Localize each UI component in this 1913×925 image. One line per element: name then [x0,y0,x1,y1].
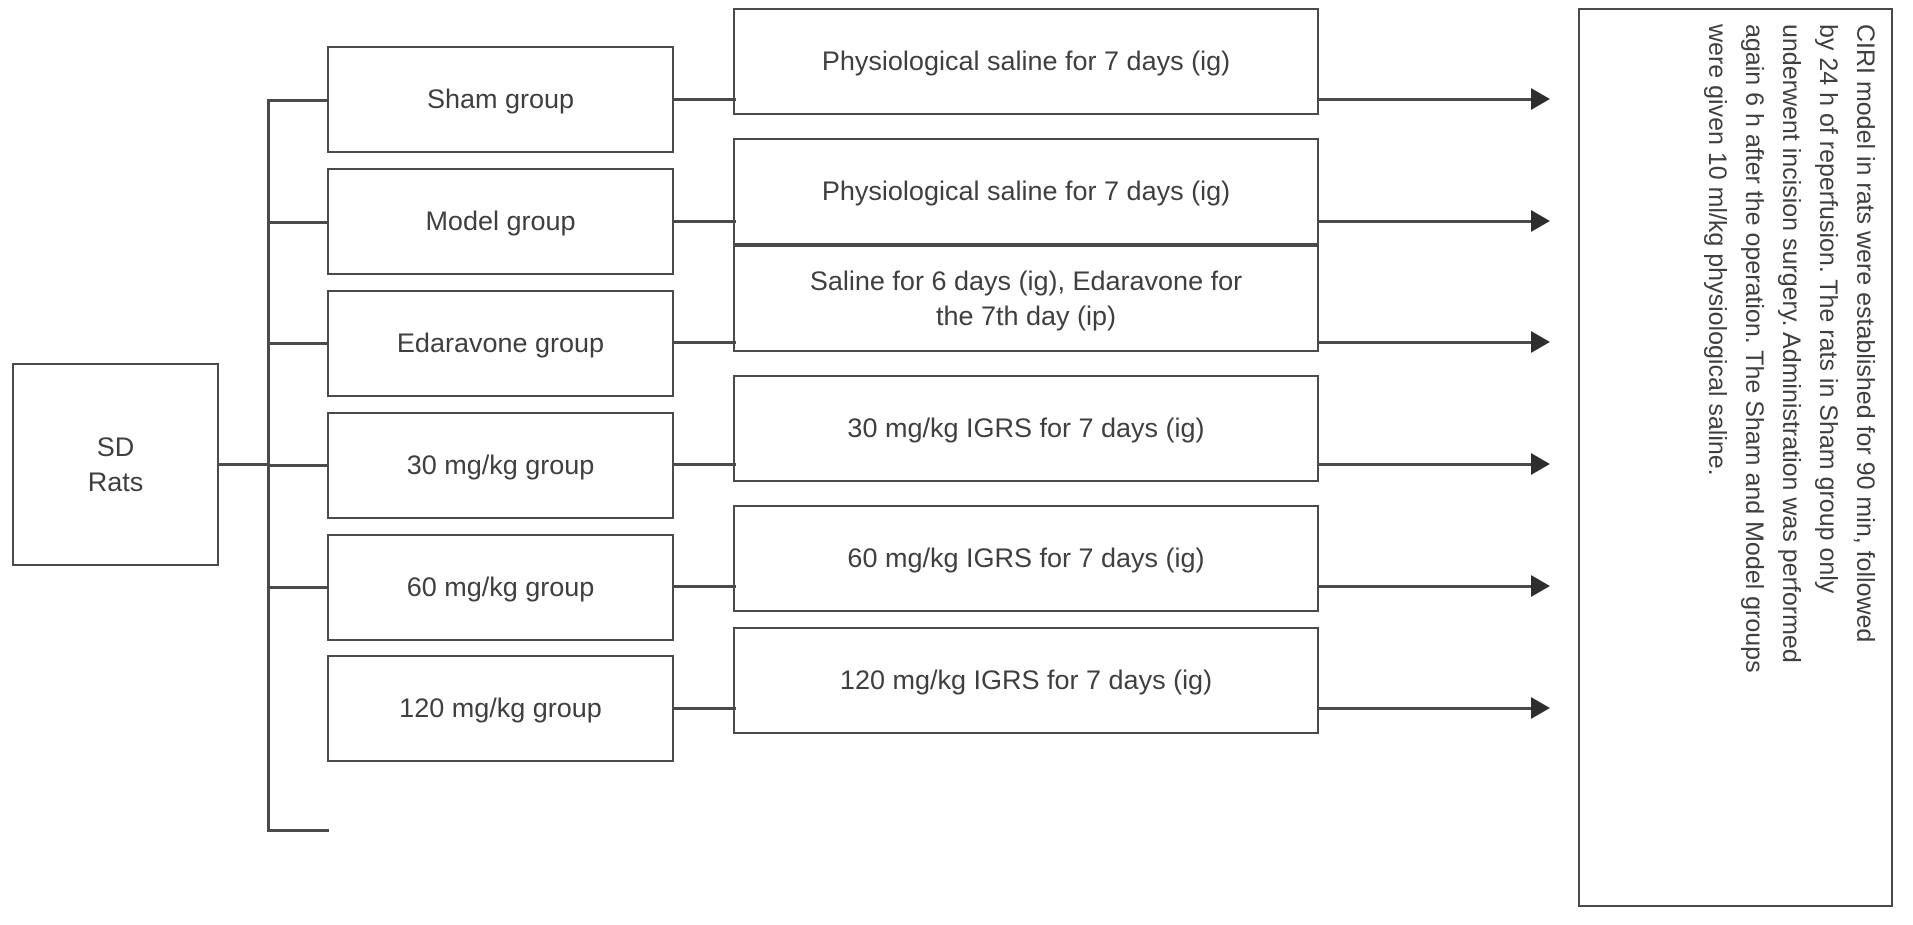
group-box-model: Model group [327,168,674,275]
treatment-box-120mgkg: 120 mg/kg IGRS for 7 days (ig) [733,627,1319,734]
description-panel: CIRI model in rats were established for … [1578,8,1893,907]
arrow-line-2 [1317,220,1533,223]
treatment-box-60mgkg: 60 mg/kg IGRS for 7 days (ig) [733,505,1319,612]
arrow-head-6 [1531,697,1550,719]
group-box-60mgkg: 60 mg/kg group [327,534,674,641]
branch-stub-4 [267,464,329,467]
arrow-line-6 [1317,707,1533,710]
arrow-line-5 [1317,585,1533,588]
arrow-head-2 [1531,210,1550,232]
treatment-box-model: Physiological saline for 7 days (ig) [733,138,1319,245]
arrow-head-5 [1531,575,1550,597]
link-group-to-treat-6 [672,707,736,710]
link-group-to-treat-3 [672,341,736,344]
description-text-block: CIRI model in rats were established for … [1580,10,1891,905]
treatment-box-sham: Physiological saline for 7 days (ig) [733,8,1319,115]
root-connector-stub [219,463,269,466]
arrow-line-1 [1317,98,1533,101]
branch-stub-2 [267,221,329,224]
treatment-box-30mgkg: 30 mg/kg IGRS for 7 days (ig) [733,375,1319,482]
group-box-30mgkg: 30 mg/kg group [327,412,674,519]
arrow-line-3 [1317,341,1533,344]
root-node-sd-rats: SD Rats [12,363,219,566]
group-box-120mgkg: 120 mg/kg group [327,655,674,762]
description-line-1: CIRI model in rats were established for … [1851,24,1879,643]
group-box-sham: Sham group [327,46,674,153]
arrow-head-1 [1531,88,1550,110]
group-box-edaravone: Edaravone group [327,290,674,397]
branch-stub-3 [267,342,329,345]
arrow-head-3 [1531,331,1550,353]
arrow-head-4 [1531,453,1550,475]
branch-stub-5 [267,586,329,589]
description-line-2: by 24 h of reperfusion. The rats in Sham… [1814,24,1842,594]
link-group-to-treat-1 [672,98,736,101]
link-group-to-treat-4 [672,463,736,466]
treatment-box-edaravone: Saline for 6 days (ig), Edaravone for th… [733,245,1319,352]
link-group-to-treat-5 [672,585,736,588]
description-line-4: again 6 h after the operation. The Sham … [1740,24,1768,673]
branch-stub-1 [267,99,329,102]
description-line-5: were given 10 ml/kg physiological saline… [1703,24,1731,476]
description-line-3: underwent incision surgery. Administrati… [1777,24,1805,663]
arrow-line-4 [1317,463,1533,466]
branch-stub-6 [267,829,329,832]
link-group-to-treat-2 [672,220,736,223]
description-rotation-wrapper: CIRI model in rats were established for … [1580,10,1891,905]
